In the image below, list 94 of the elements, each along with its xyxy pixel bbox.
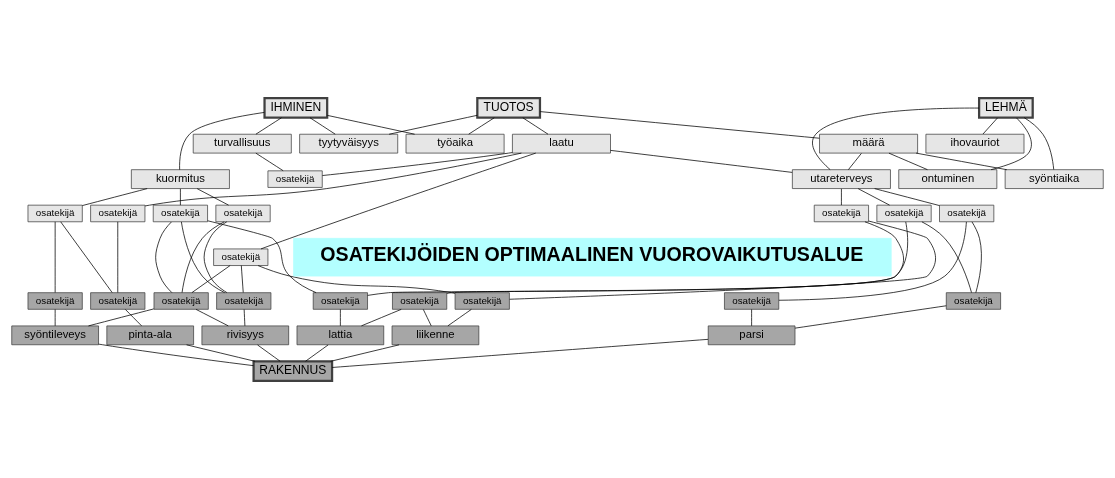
connector [509,220,936,300]
connector [330,343,400,362]
node-box: rivisyys [201,325,290,345]
connector [326,114,415,135]
connector [60,221,113,293]
connector [990,117,1032,170]
connector [778,221,967,301]
connector [257,344,281,362]
connector [874,187,940,206]
connector [340,308,341,326]
node-box: osatekijä [216,291,272,310]
connector [88,308,155,326]
connector [186,343,256,362]
node-box: ihovauriot [925,133,1025,153]
node-box: työaika [405,133,505,153]
node-box: osatekijä [267,169,323,188]
node-box: osatekijä [813,204,869,222]
connector [82,187,148,206]
connector [305,344,329,362]
connector [207,219,317,293]
connector [751,308,752,326]
node-box: LEHMÄ [978,96,1034,119]
node-box: osatekijä [876,204,932,222]
node-box: osatekijä [213,248,269,266]
node-box: laatu [512,133,611,153]
connector [196,187,229,205]
connector [367,221,909,296]
connector [982,117,998,134]
connector [260,152,537,249]
node-box: IHMINEN [263,96,329,119]
connector [257,264,456,294]
node-box: utareterveys [792,168,891,189]
node-box: parsi [707,325,796,345]
node-box: osatekijä [27,291,83,310]
node-box: syöntiaika [1004,168,1104,189]
connector [921,220,972,293]
connector [243,308,246,326]
connector [203,220,228,293]
connector [1023,116,1055,170]
node-box: osatekijä [153,291,209,310]
node-box: tyytyväisyys [299,133,399,153]
node-box: kuormitus [131,168,230,189]
connector [255,116,282,135]
connector [841,188,842,205]
node-box: määrä [819,133,918,153]
connector [915,152,1008,170]
connector [240,264,244,293]
node-box: syöntileveys [11,325,99,345]
connector [144,152,522,206]
connector [468,116,495,135]
node-box: osatekijä [454,291,510,310]
node-box: osatekijä [90,291,146,310]
connector [155,221,173,293]
connector [446,220,904,294]
connector [322,151,513,176]
node-box: osatekijä [312,291,368,310]
connector [180,188,181,205]
node-box: RAKENNUS [252,359,334,382]
node-box: osatekijä [392,291,448,310]
node-box: TUOTOS [476,96,542,119]
connector [361,308,402,326]
connector [794,304,947,329]
connector [848,152,862,170]
connector [309,116,336,135]
connector [971,221,982,293]
node-box: osatekijä [215,204,271,222]
connector [179,111,265,170]
connector [98,343,254,366]
connector [857,187,890,205]
connector [610,149,793,173]
node-box: turvallisuus [192,133,292,153]
node-box: osatekijä [152,204,208,222]
connector [331,338,709,368]
node-box: pinta-ala [106,325,194,345]
node-box: osatekijä [27,204,83,222]
node-box: osatekijä [90,204,146,222]
connector [522,116,549,135]
connector [191,264,231,293]
node-box: osatekijä [939,204,995,222]
node-box: lattia [296,325,385,345]
node-box: osatekijä [945,291,1001,310]
connector [388,114,478,135]
connector [812,107,980,170]
node-box: ontuminen [898,168,998,189]
node-box: liikenne [391,325,480,345]
connector [195,308,229,326]
connector [255,152,284,171]
node-box: osatekijä [724,291,780,310]
connector [422,308,432,326]
connector [181,221,225,293]
connector [447,308,472,326]
connector [539,110,820,139]
node-box: OSATEKIJÖIDEN OPTIMAALINEN VUOROVAIKUTUSALUE [293,237,892,276]
connector [124,308,142,326]
